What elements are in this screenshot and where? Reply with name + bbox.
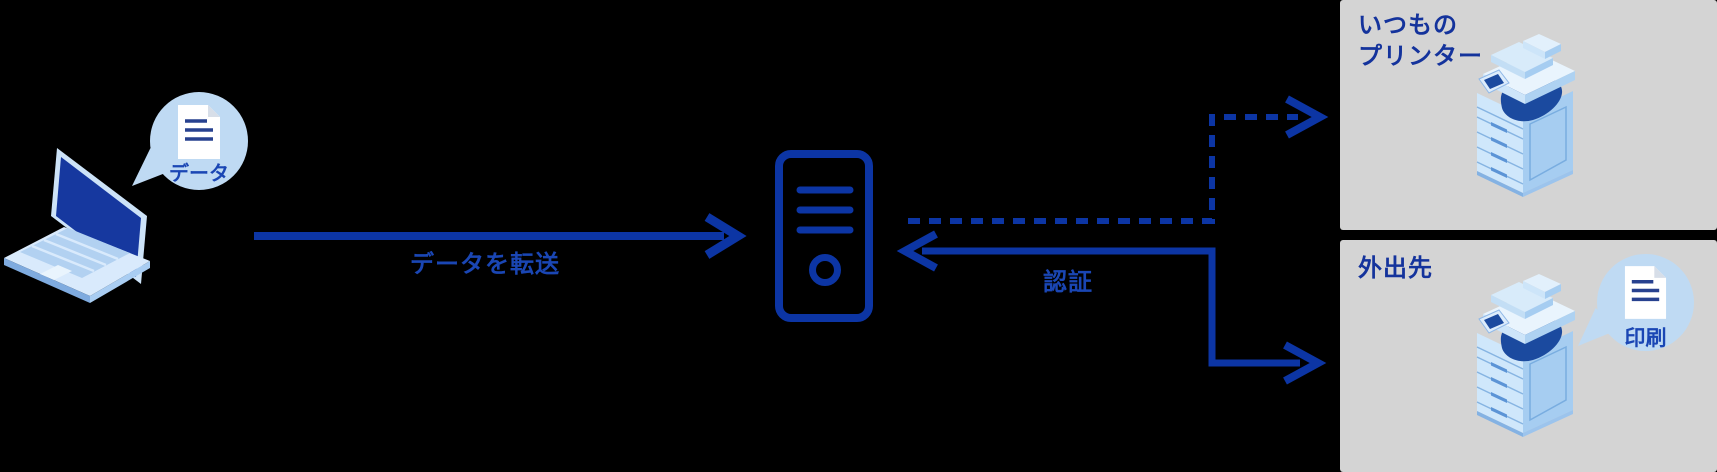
server-icon <box>775 150 873 322</box>
edge-auth-arrow <box>896 230 1327 385</box>
edge-usual-printer-dashed <box>908 95 1329 224</box>
edge-transfer-label: データを転送 <box>410 250 560 278</box>
remote-printer-icon <box>1475 271 1579 439</box>
panel-usual-printer-title: いつもの プリンター <box>1358 11 1483 70</box>
edge-auth-label: 認証 <box>1043 268 1093 296</box>
data-bubble-label: データ <box>169 161 229 185</box>
laptop-icon <box>4 148 150 303</box>
document-icon <box>176 105 222 159</box>
usual-printer-icon <box>1475 31 1579 199</box>
document-icon <box>1623 266 1668 319</box>
print-bubble-label: 印刷 <box>1624 326 1667 350</box>
panel-remote-printer-title: 外出先 <box>1358 254 1433 282</box>
